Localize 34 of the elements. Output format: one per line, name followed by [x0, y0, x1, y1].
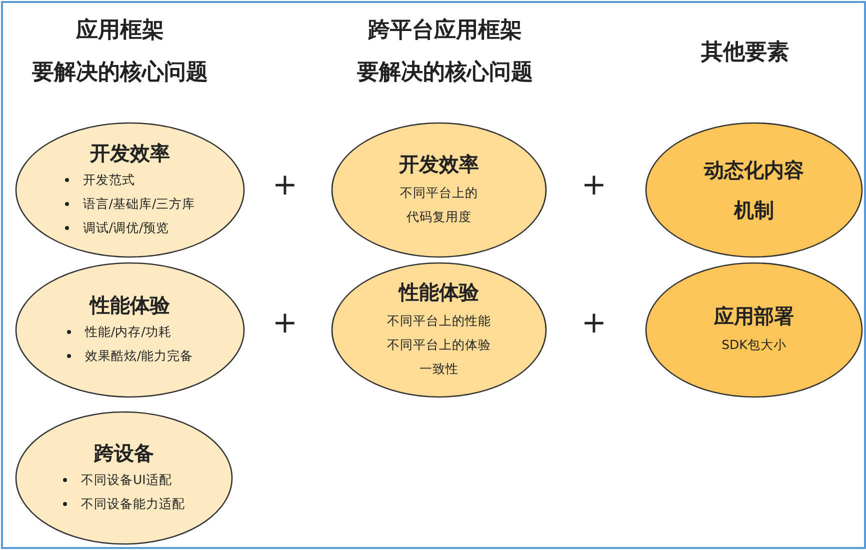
plus-sign: + [581, 306, 607, 340]
ellipse-node [15, 122, 245, 258]
bullet-text: 效果酷炫/能力完备 [84, 347, 194, 365]
node-title: 开发效率 [90, 140, 170, 166]
node-title: 开发效率 [399, 151, 479, 177]
bullet-text: 调试/调优/预览 [82, 219, 170, 237]
ellipse-node [331, 262, 547, 398]
node-title: 跨设备 [94, 440, 154, 466]
ellipse-node [645, 122, 863, 258]
column-heading: 要解决的核心问题 [32, 58, 208, 87]
column-heading: 应用框架 [76, 16, 164, 45]
ellipse-node [331, 122, 547, 258]
node-title: 性能体验 [90, 292, 170, 318]
bullet-text: 不同设备UI适配 [81, 471, 172, 489]
ellipse-node [15, 411, 233, 545]
node-text: 不同平台上的性能 [386, 312, 492, 330]
node-title: 应用部署 [714, 303, 794, 329]
node-text: SDK包大小 [720, 336, 788, 354]
bullet-text: 开发范式 [82, 171, 135, 189]
node-title: 性能体验 [399, 279, 479, 305]
bullet-text: 不同设备能力适配 [81, 495, 185, 513]
column-heading: 其他要素 [701, 39, 789, 67]
column-heading: 跨平台应用框架 [368, 16, 522, 45]
bullet-text: 性能/内存/功耗 [84, 323, 172, 341]
column-heading: 要解决的核心问题 [357, 58, 533, 87]
node-title: 动态化内容机制 [702, 157, 805, 224]
plus-sign: + [581, 168, 607, 202]
plus-sign: + [272, 168, 298, 202]
ellipse-node [15, 262, 245, 398]
plus-sign: + [272, 306, 298, 340]
node-text: 不同平台上的代码复用度 [399, 184, 479, 226]
ellipse-node [645, 262, 863, 398]
bullet-text: 语言/基础库/三方库 [82, 195, 196, 213]
node-text: 不同平台上的体验一致性 [386, 336, 492, 378]
